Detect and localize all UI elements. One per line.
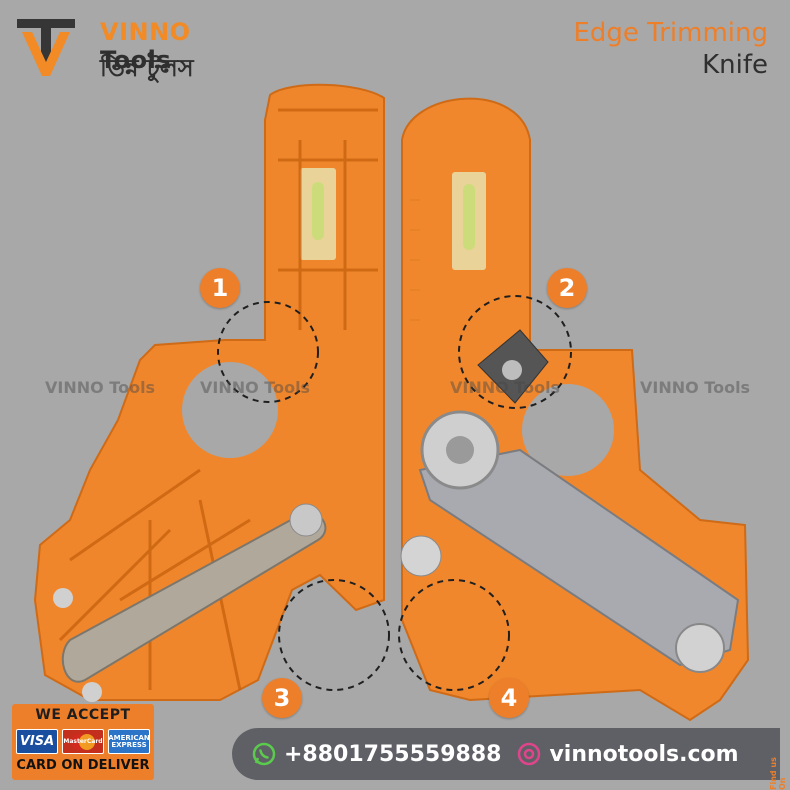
right-tool-half (400, 97, 750, 722)
payment-options: WE ACCEPT VISA MasterCard AMERICAN EXPRE… (12, 704, 154, 780)
brand-name-bengali: ভিন্ন টুলস (100, 54, 194, 82)
product-title-line2: Knife (702, 50, 768, 80)
visa-card-icon: VISA (16, 729, 58, 754)
mastercard-circles-icon (71, 733, 95, 750)
watermark-text: VINNO Tools (200, 378, 311, 397)
phone-number[interactable]: +8801755559888 (284, 741, 502, 767)
callout-badge-3: 3 (262, 678, 302, 718)
brand-name: VINNO Tools (100, 18, 191, 74)
payment-card-logos: VISA MasterCard AMERICAN EXPRESS (16, 729, 150, 754)
callout-circles (217, 295, 572, 691)
product-title-line1: Edge Trimming (573, 18, 768, 48)
product-title: Edge Trimming Knife (573, 18, 768, 80)
brand-logo: VINNO Tools ভিন্ন টুলস (14, 14, 234, 84)
whatsapp-icon (252, 742, 276, 766)
mastercard-card-icon: MasterCard (62, 729, 104, 754)
contact-bar: +8801755559888 vinnotools.com (232, 728, 780, 780)
vinno-logo-icon (17, 19, 75, 76)
website-url[interactable]: vinnotools.com (549, 741, 739, 767)
globe-icon (517, 742, 541, 766)
watermark-text: VINNO Tools (640, 378, 751, 397)
callout-badge-4: 4 (489, 678, 529, 718)
left-tool-half (33, 83, 385, 702)
find-us-note: Find us On (769, 757, 787, 790)
watermark-text: VINNO Tools (45, 378, 156, 397)
mastercard-label: MasterCard (63, 738, 103, 745)
callout-badge-2: 2 (547, 268, 587, 308)
payment-footer: CARD ON DELIVER (16, 758, 150, 773)
amex-card-icon: AMERICAN EXPRESS (108, 729, 150, 754)
payment-heading: WE ACCEPT (35, 707, 131, 723)
watermark-text: VINNO Tools (450, 378, 561, 397)
callout-badge-1: 1 (200, 268, 240, 308)
